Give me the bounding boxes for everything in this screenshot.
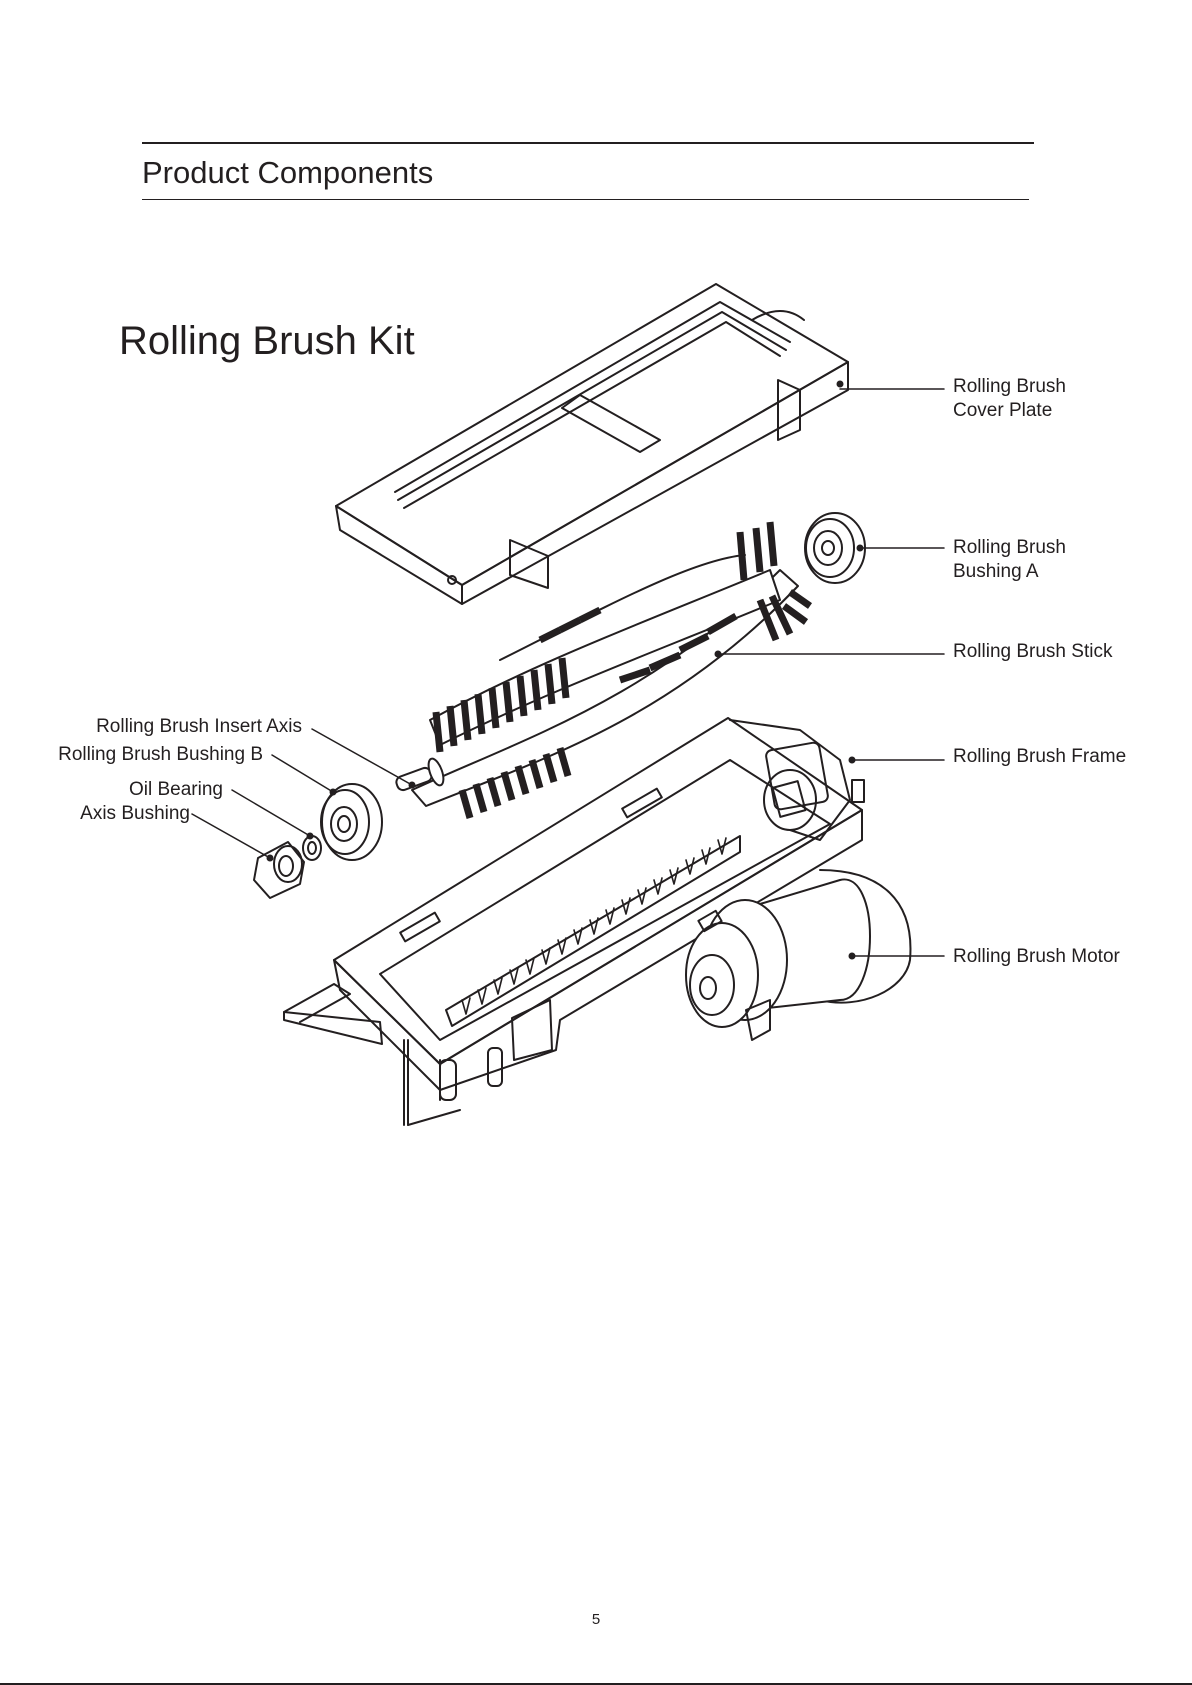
label-cover-plate-line1: Rolling Brush [953,375,1066,399]
label-bushing-a-line1: Rolling Brush [953,536,1066,560]
label-insert-axis: Rolling Brush Insert Axis [96,715,302,739]
bushing-a-part [805,513,865,583]
leader-oil-bearing [232,790,310,836]
label-motor: Rolling Brush Motor [953,945,1120,969]
oil-bearing-part [303,834,321,861]
bushing-b-part [321,784,382,860]
page-number: 5 [0,1610,1192,1630]
leader-bushing-b [272,755,333,792]
label-bushing-a-line2: Bushing A [953,560,1039,584]
label-cover-plate-line2: Cover Plate [953,399,1052,423]
leader-axis-bushing [192,814,270,858]
label-stick: Rolling Brush Stick [953,640,1112,664]
label-oil-bearing: Oil Bearing [129,778,223,802]
label-frame: Rolling Brush Frame [953,745,1126,769]
label-bushing-b: Rolling Brush Bushing B [58,743,263,767]
leader-insert-axis [312,729,412,785]
label-axis-bushing: Axis Bushing [80,802,190,826]
axis-bushing-part [254,842,304,898]
